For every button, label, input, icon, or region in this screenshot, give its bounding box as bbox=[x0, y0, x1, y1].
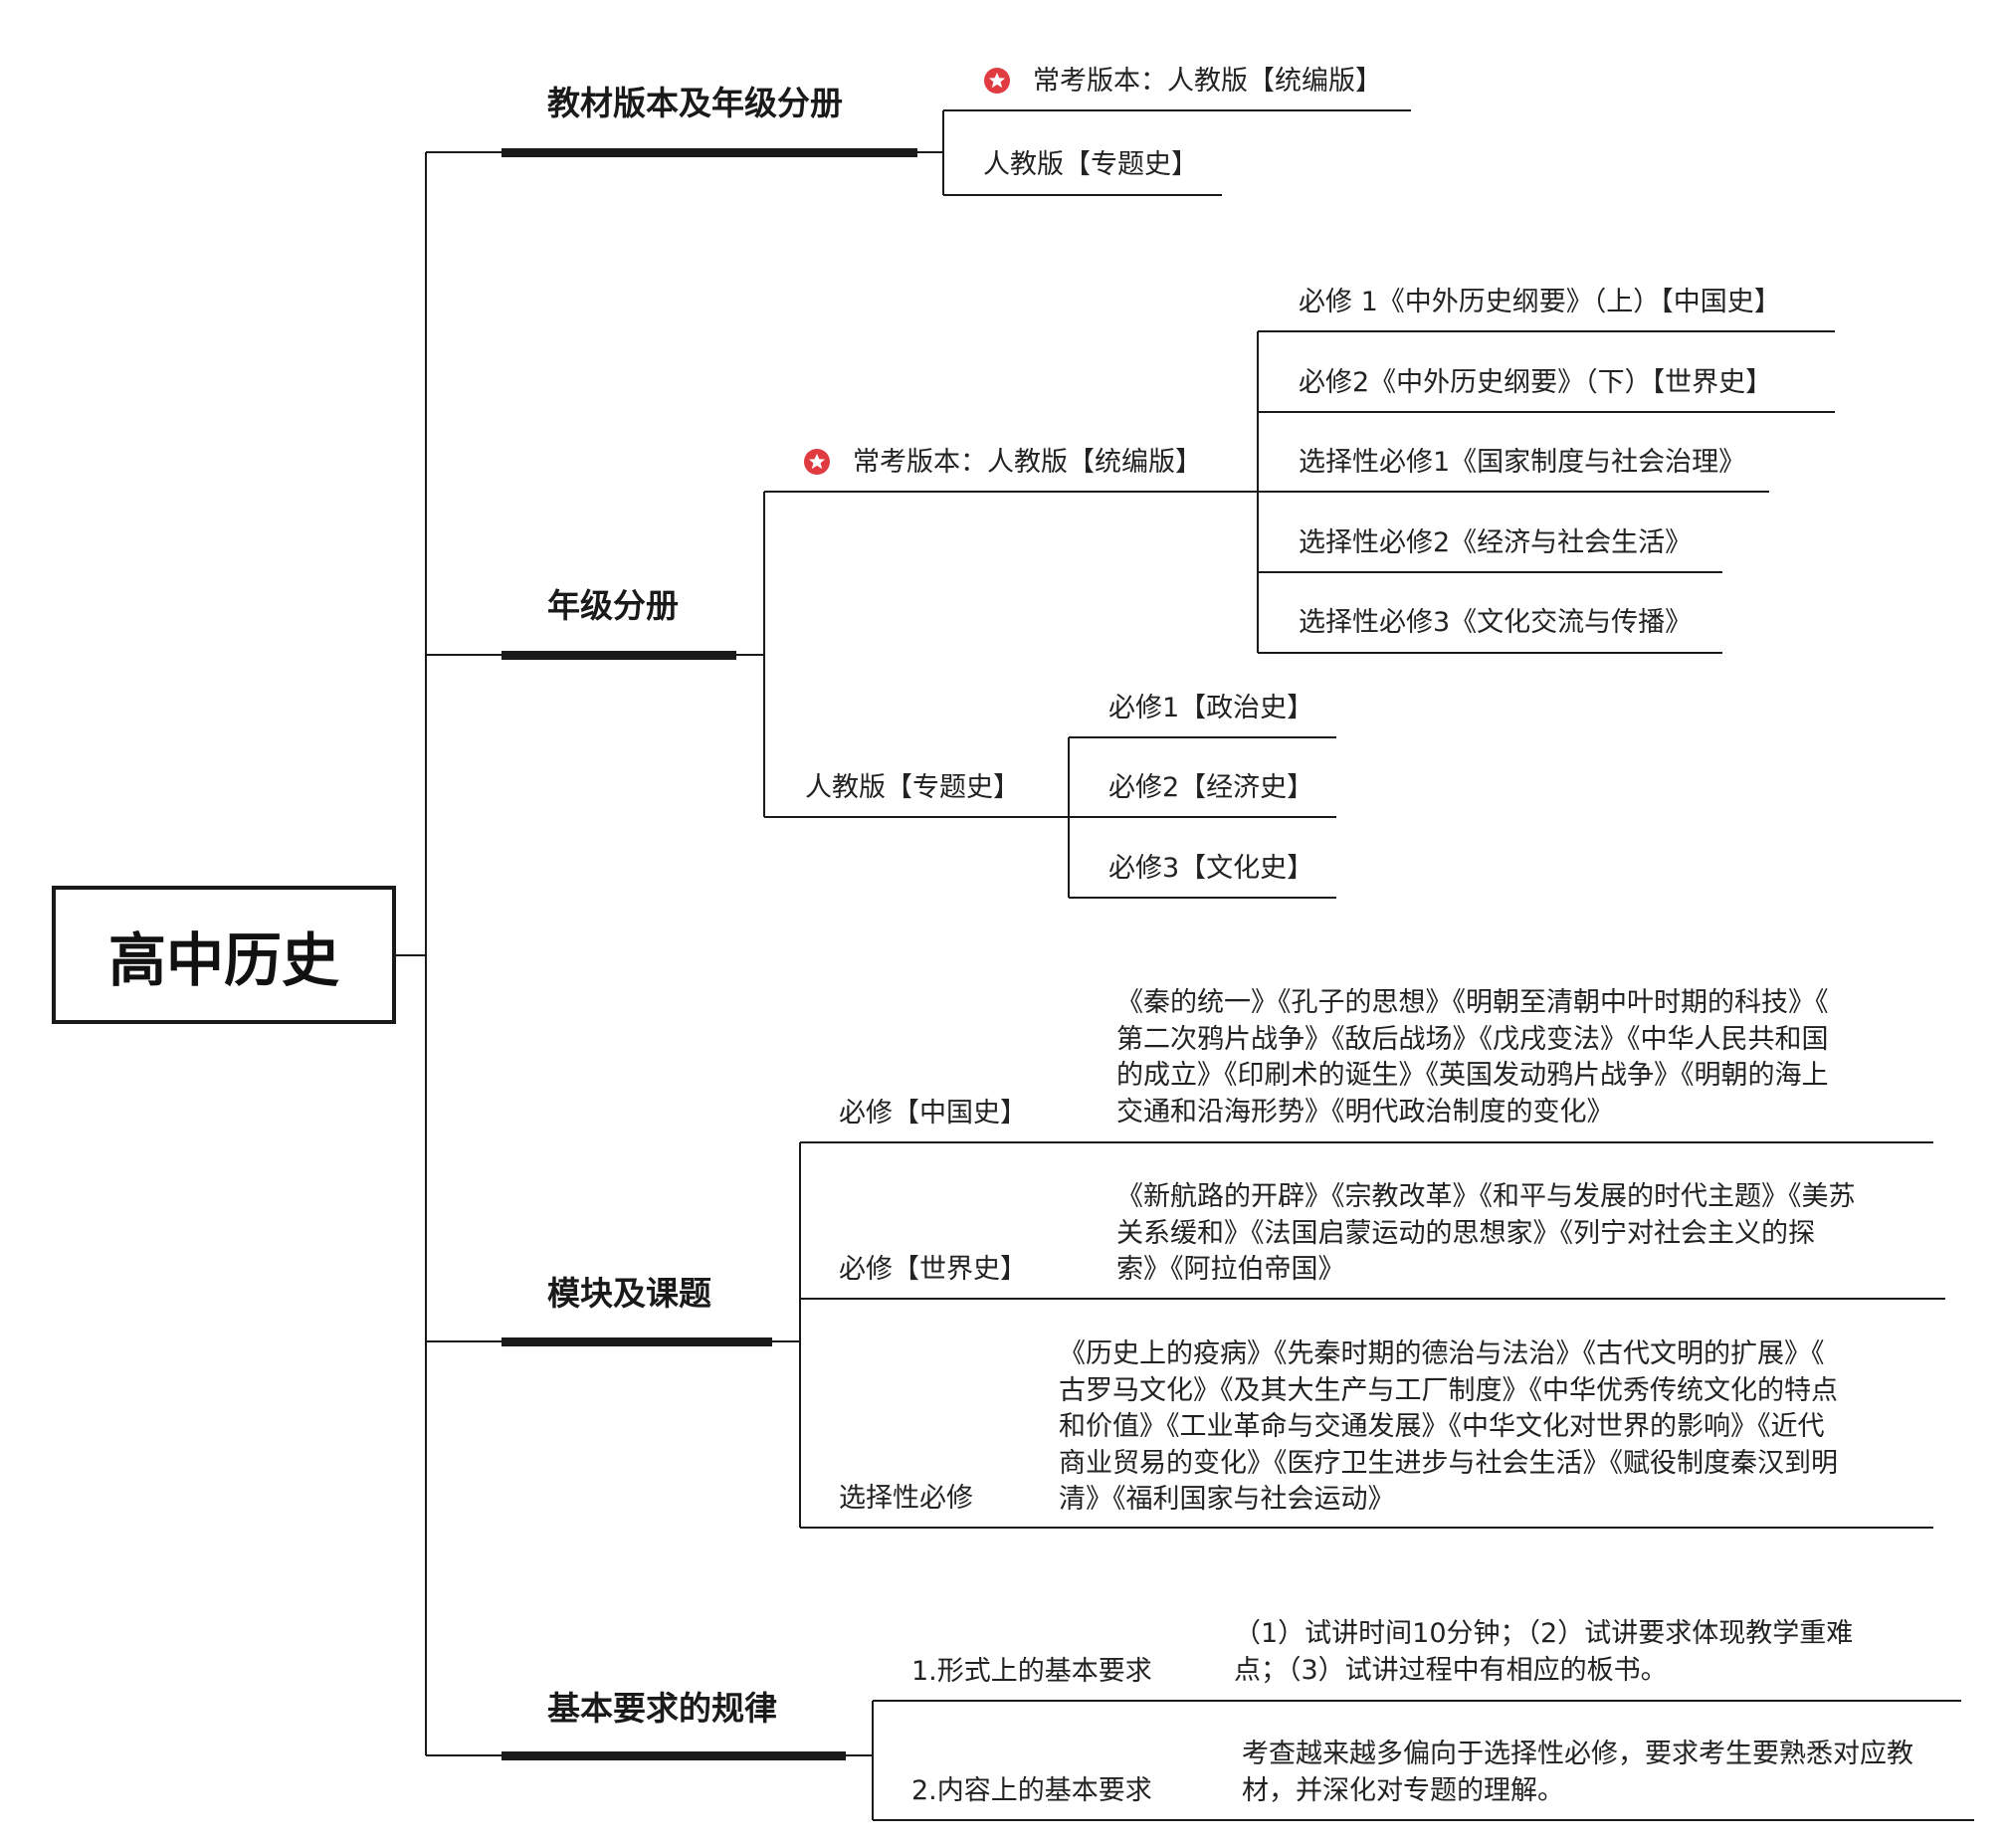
module-label-elective[interactable]: 选择性必修 bbox=[839, 1483, 973, 1514]
branch2-common-item[interactable]: 选择性必修1《国家制度与社会治理》 bbox=[1299, 447, 1746, 478]
branch2-common-item[interactable]: 必修 1《中外历史纲要》（上）【中国史】 bbox=[1299, 287, 1781, 317]
module-topics-elective: 《历史上的疫病》《先秦时期的德治与法治》《古代文明的扩展》《 古罗马文化》《及其… bbox=[1059, 1338, 1838, 1515]
module-topics-china: 《秦的统一》《孔子的思想》《明朝至清朝中叶时期的科技》《 第二次鸦片战争》《敌后… bbox=[1116, 987, 1829, 1128]
requirement-label-form[interactable]: 1.形式上的基本要求 bbox=[911, 1656, 1152, 1687]
module-label-world[interactable]: 必修【世界史】 bbox=[839, 1254, 1027, 1285]
star-badge-icon bbox=[984, 68, 1010, 94]
star-badge-icon bbox=[804, 449, 830, 475]
branch4-title[interactable]: 基本要求的规律 bbox=[547, 1689, 777, 1728]
branch3-underline bbox=[502, 1337, 772, 1346]
branch2-title[interactable]: 年级分册 bbox=[547, 586, 679, 625]
branch1-common-version[interactable]: 常考版本：人教版【统编版】 bbox=[1033, 66, 1382, 97]
branch1-underline bbox=[502, 148, 917, 157]
branch1-special-version[interactable]: 人教版【专题史】 bbox=[983, 149, 1198, 180]
module-label-china[interactable]: 必修【中国史】 bbox=[839, 1098, 1027, 1129]
branch1-title[interactable]: 教材版本及年级分册 bbox=[547, 84, 843, 122]
branch2-common-label[interactable]: 常考版本：人教版【统编版】 bbox=[853, 447, 1202, 478]
branch2-special-label[interactable]: 人教版【专题史】 bbox=[805, 772, 1020, 803]
branch2-common-item[interactable]: 选择性必修2《经济与社会生活》 bbox=[1299, 527, 1693, 558]
module-topics-world: 《新航路的开辟》《宗教改革》《和平与发展的时代主题》《美苏 关系缓和》《法国启蒙… bbox=[1116, 1181, 1856, 1285]
requirement-detail-form: （1）试讲时间10分钟；（2）试讲要求体现教学重难 点；（3）试讲过程中有相应的… bbox=[1234, 1618, 1854, 1686]
branch2-common-item[interactable]: 必修2《中外历史纲要》（下）【世界史】 bbox=[1299, 367, 1773, 398]
branch2-common-item[interactable]: 选择性必修3《文化交流与传播》 bbox=[1299, 607, 1693, 638]
branch2-special-item[interactable]: 必修3【文化史】 bbox=[1108, 853, 1314, 884]
branch2-special-item[interactable]: 必修2【经济史】 bbox=[1108, 772, 1314, 803]
requirement-label-content[interactable]: 2.内容上的基本要求 bbox=[911, 1775, 1152, 1806]
branch2-underline bbox=[502, 651, 736, 660]
root-topic[interactable]: 高中历史 bbox=[52, 886, 396, 1024]
branch2-special-item[interactable]: 必修1【政治史】 bbox=[1108, 693, 1314, 723]
requirement-detail-content: 考查越来越多偏向于选择性必修，要求考生要熟悉对应教 材，并深化对专题的理解。 bbox=[1242, 1739, 1913, 1806]
branch3-title[interactable]: 模块及课题 bbox=[547, 1274, 711, 1313]
branch4-underline bbox=[502, 1751, 846, 1760]
